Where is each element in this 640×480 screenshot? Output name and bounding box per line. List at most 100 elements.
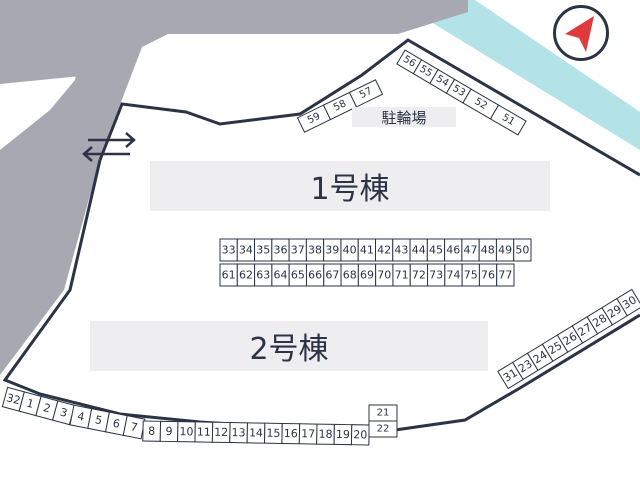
parking-slot-21: 21 [368, 404, 398, 422]
parking-slot-62: 62 [236, 263, 256, 287]
parking-slot-35: 35 [254, 238, 273, 262]
parking-slot-40: 40 [340, 238, 359, 262]
building-1: 1号棟 [150, 161, 550, 211]
parking-slot-number: 61 [222, 269, 236, 282]
parking-slot-number: 15 [266, 427, 280, 440]
parking-slot-43: 43 [392, 238, 411, 262]
parking-slot-number: 43 [394, 244, 408, 257]
parking-slot-number: 16 [284, 427, 298, 440]
parking-slot-box [348, 79, 384, 108]
parking-slot-37: 37 [288, 238, 307, 262]
parking-slot-9: 9 [159, 420, 179, 443]
parking-slot-number: 40 [343, 244, 357, 257]
parking-slot-number: 2 [42, 401, 52, 415]
parking-slot-number: 68 [343, 269, 357, 282]
two-way-traffic-arrows-icon [82, 132, 136, 162]
parking-slot-69: 69 [357, 263, 377, 287]
parking-slot-54: 54 [429, 68, 456, 94]
parking-slot-42: 42 [374, 238, 394, 262]
parking-slot-number: 62 [239, 269, 253, 282]
parking-slot-48: 48 [478, 238, 497, 262]
parking-slot-number: 32 [5, 391, 22, 407]
parking-slot-74: 74 [444, 263, 463, 287]
parking-slot-number: 27 [576, 321, 595, 339]
parking-slot-64: 64 [271, 263, 290, 287]
parking-slot-number: 22 [377, 424, 390, 435]
parking-slot-number: 23 [516, 357, 535, 375]
parking-slot-number: 6 [112, 417, 121, 431]
parking-slot-number: 12 [214, 426, 228, 439]
parking-slot-47: 47 [461, 238, 480, 262]
compass-north-arrow-icon [565, 16, 594, 52]
parking-slot-box [616, 288, 640, 317]
parking-slot-36: 36 [271, 238, 290, 262]
parking-slot-39: 39 [323, 238, 342, 262]
road-horizontal [0, 0, 468, 84]
site-boundary-bottom-right [394, 313, 640, 432]
parking-slot-70: 70 [375, 263, 394, 287]
parking-slot-number: 71 [395, 269, 409, 282]
parking-slot-number: 21 [377, 408, 390, 419]
parking-slot-box [496, 263, 515, 287]
parking-slot-23: 23 [511, 352, 539, 381]
parking-slot-18: 18 [316, 423, 335, 445]
parking-slot-68: 68 [340, 263, 359, 287]
parking-slot-number: 26 [561, 330, 580, 348]
parking-slot-53: 53 [445, 78, 472, 104]
parking-slot-61: 61 [219, 263, 238, 287]
parking-slot-number: 47 [464, 244, 478, 257]
parking-slot-49: 49 [495, 238, 515, 262]
parking-slot-number: 49 [498, 244, 512, 257]
parking-slot-number: 33 [222, 244, 236, 257]
parking-slot-number: 8 [148, 425, 155, 438]
parking-slot-number: 31 [501, 366, 520, 384]
parking-slot-number: 3 [59, 406, 69, 420]
parking-slot-63: 63 [254, 263, 273, 287]
parking-slot-number: 10 [179, 425, 193, 438]
parking-slot-number: 58 [332, 98, 348, 113]
parking-slot-38: 38 [305, 238, 325, 262]
parking-slot-75: 75 [461, 263, 480, 287]
parking-slot-51: 51 [489, 104, 527, 136]
parking-slot-8: 8 [142, 420, 162, 442]
parking-slot-number: 41 [360, 244, 374, 257]
parking-slot-number: 1 [25, 397, 35, 411]
river [395, 0, 640, 150]
parking-slot-number: 73 [429, 269, 443, 282]
building-2: 2号棟 [90, 321, 488, 371]
parking-slot-number: 75 [464, 269, 478, 282]
parking-slot-45: 45 [426, 238, 446, 262]
parking-slot-15: 15 [264, 422, 283, 444]
parking-slot-25: 25 [541, 334, 569, 362]
compass [553, 5, 609, 61]
parking-slot-number: 14 [249, 426, 263, 439]
parking-slot-10: 10 [177, 421, 196, 443]
parking-slot-number: 19 [336, 428, 350, 441]
parking-slot-77: 77 [496, 263, 515, 287]
parking-slot-number: 42 [377, 244, 391, 257]
parking-slot-number: 50 [515, 244, 529, 257]
parking-slot-number: 69 [360, 269, 374, 282]
parking-slot-46: 46 [444, 238, 463, 262]
parking-slot-number: 18 [318, 428, 332, 441]
parking-slot-number: 46 [446, 244, 460, 257]
parking-slot-number: 63 [256, 269, 270, 282]
parking-slot-number: 44 [412, 244, 426, 257]
parking-slot-number: 36 [273, 244, 287, 257]
parking-slot-number: 28 [590, 312, 609, 330]
parking-slot-number: 24 [531, 348, 550, 366]
parking-slot-67: 67 [323, 263, 342, 287]
parking-slot-number: 29 [605, 302, 624, 320]
parking-slot-71: 71 [392, 263, 411, 287]
parking-slot-19: 19 [333, 423, 353, 446]
parking-slot-number: 5 [94, 413, 103, 427]
parking-slot-11: 11 [194, 421, 214, 443]
parking-slot-66: 66 [305, 263, 325, 287]
parking-slot-44: 44 [409, 238, 428, 262]
parking-slot-number: 4 [76, 410, 85, 424]
parking-slot-number: 13 [232, 426, 246, 439]
site-boundary-top [98, 38, 640, 177]
parking-slot-number: 65 [291, 269, 305, 282]
